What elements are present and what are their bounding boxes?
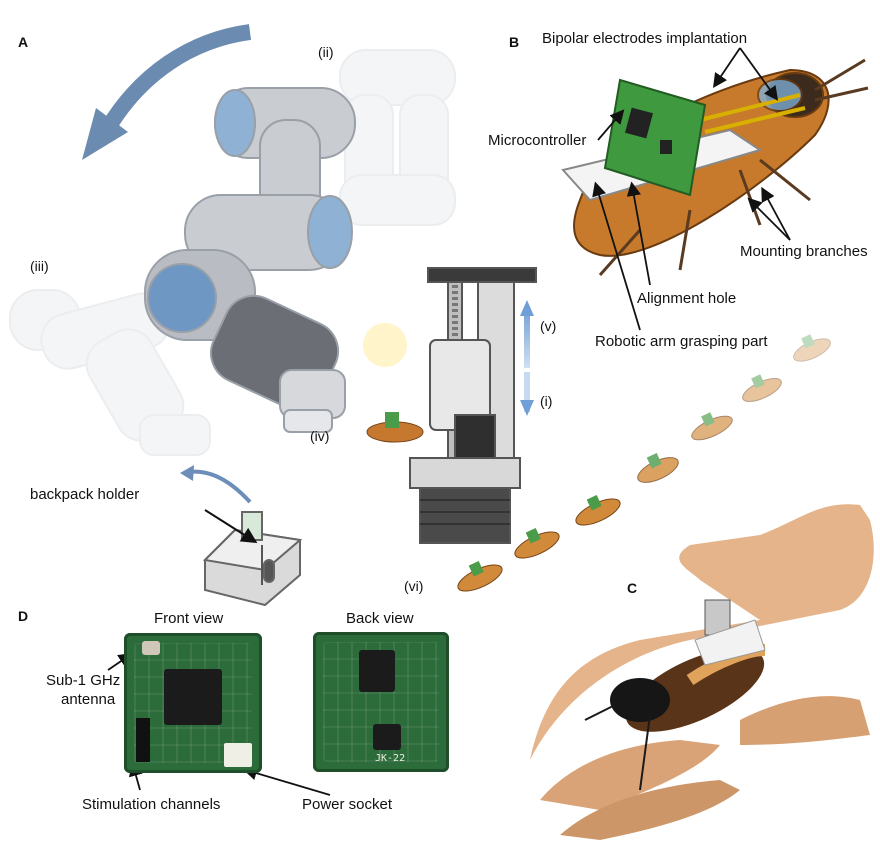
power-socket-connector xyxy=(224,743,252,767)
cockroach-with-backpack xyxy=(561,58,869,276)
antenna-pad xyxy=(142,641,160,655)
robot-arm-ghost-ii xyxy=(339,49,456,226)
mounting-branches-label: Mounting branches xyxy=(740,243,868,260)
robot-arm xyxy=(144,87,356,433)
stage-cockroach xyxy=(366,412,424,443)
panel-label-b: B xyxy=(509,34,520,50)
front-view-title: Front view xyxy=(154,610,224,627)
panel-label-a: A xyxy=(18,34,29,50)
backpack-holder-label: backpack holder xyxy=(30,486,140,503)
power-socket-label: Power socket xyxy=(302,796,393,813)
panel-label-d: D xyxy=(18,608,29,624)
step-vi-label: (vi) xyxy=(404,578,424,594)
back-chip-lower xyxy=(373,724,401,750)
rotation-arrow xyxy=(82,24,252,160)
microcontroller-board xyxy=(603,78,707,197)
step-iv-label: (iv) xyxy=(310,428,330,444)
robot-arm-ghost-iii xyxy=(9,289,211,456)
step-i-label: (i) xyxy=(540,393,553,409)
step-iii-label: (iii) xyxy=(30,258,49,274)
silkscreen-text: JK-22 xyxy=(375,753,406,764)
antenna-label-line2: antenna xyxy=(61,691,116,708)
cockroach-trail xyxy=(457,334,831,592)
back-view-title: Back view xyxy=(346,610,414,627)
live-cockroach xyxy=(584,599,766,791)
step-v-label: (v) xyxy=(540,318,557,334)
stimulation-channels-label: Stimulation channels xyxy=(82,796,221,813)
linear-stage xyxy=(409,267,537,544)
hand-photo xyxy=(530,504,874,840)
step-ii-label: (ii) xyxy=(318,44,334,60)
alignment-hole-label: Alignment hole xyxy=(637,290,737,307)
stimulation-header xyxy=(136,718,150,762)
backpack-holder-block xyxy=(202,511,303,607)
main-chip xyxy=(164,669,222,725)
pcb-front-view xyxy=(124,633,262,773)
pcb-back-view: JK-22 xyxy=(313,632,449,772)
back-chip-upper xyxy=(359,650,395,692)
grasping-part-label: Robotic arm grasping part xyxy=(595,333,768,350)
bipolar-electrodes-label: Bipolar electrodes implantation xyxy=(542,30,748,47)
panel-label-c: C xyxy=(627,580,638,596)
antenna-label-line1: Sub-1 GHz xyxy=(46,672,121,689)
light-glow xyxy=(363,323,407,367)
microcontroller-label: Microcontroller xyxy=(488,132,587,149)
